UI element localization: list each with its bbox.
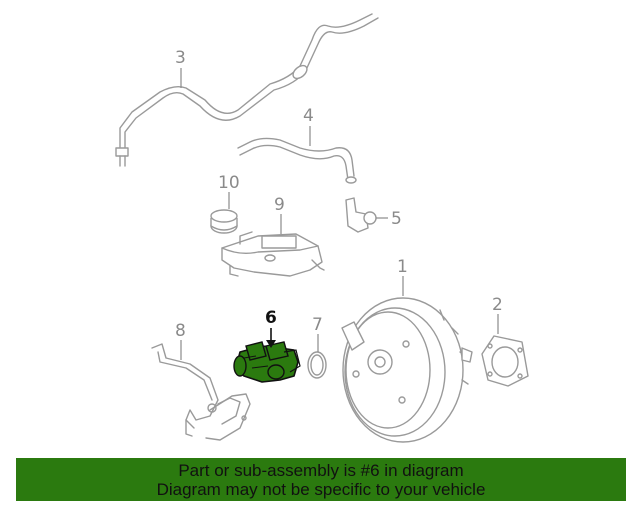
- part-8-bracket[interactable]: [151, 343, 251, 441]
- part-10-reservoir-cap[interactable]: [210, 209, 238, 234]
- callout-2[interactable]: 2: [492, 295, 503, 315]
- callout-9[interactable]: 9: [274, 195, 285, 215]
- callout-5[interactable]: 5: [391, 209, 402, 229]
- part-3-vacuum-hose[interactable]: [115, 13, 379, 167]
- part-9-fluid-reservoir[interactable]: [221, 231, 325, 277]
- callout-8[interactable]: 8: [175, 321, 186, 341]
- part-4-hose[interactable]: [237, 137, 357, 184]
- part-info-banner: Part or sub-assembly is #6 in diagram Di…: [16, 458, 626, 501]
- part-6-master-cylinder[interactable]: [233, 341, 301, 383]
- part-5-check-valve[interactable]: [345, 197, 377, 233]
- banner-line-2: Diagram may not be specific to your vehi…: [156, 480, 486, 499]
- part-7-o-ring[interactable]: [307, 351, 327, 379]
- arrowhead-6: [266, 340, 276, 348]
- callout-6[interactable]: 6: [265, 308, 277, 328]
- callout-7[interactable]: 7: [312, 315, 323, 335]
- callout-1[interactable]: 1: [397, 257, 408, 277]
- banner-line-1: Part or sub-assembly is #6 in diagram: [178, 461, 464, 480]
- part-1-brake-booster[interactable]: [341, 297, 473, 443]
- part-2-gasket[interactable]: [481, 335, 529, 387]
- callout-4[interactable]: 4: [303, 106, 314, 126]
- callout-10[interactable]: 10: [218, 173, 240, 193]
- callout-3[interactable]: 3: [175, 48, 186, 68]
